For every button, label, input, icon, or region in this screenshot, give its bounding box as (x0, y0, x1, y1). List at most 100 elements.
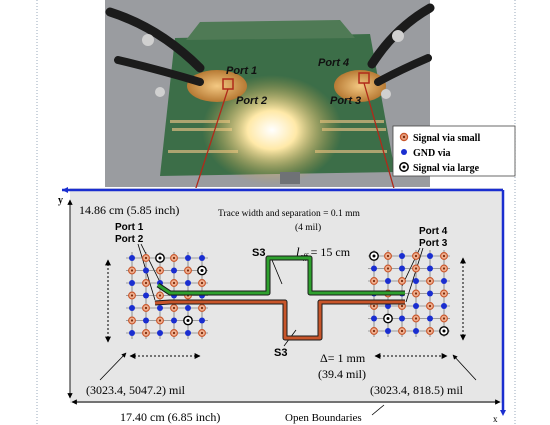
photo-port-1-label: Port 1 (226, 65, 257, 77)
gnd-via (427, 265, 433, 272)
gnd-via (185, 305, 191, 311)
signal-via-small-center (200, 281, 204, 285)
gnd-via (441, 303, 447, 309)
signal-via-small-center (414, 292, 418, 295)
differential-traces (154, 255, 405, 341)
signal-via-small-center (144, 256, 148, 260)
signal-via-small-center (158, 294, 162, 297)
height-dimension-label: 14.86 cm (5.85 inch) (79, 203, 179, 217)
gnd-via (199, 255, 205, 261)
photo-port-2-label: Port 2 (236, 95, 267, 107)
gnd-via (399, 315, 405, 322)
signal-via-small-center (442, 317, 446, 320)
gnd-via (129, 280, 135, 286)
signal-via-small-center (200, 331, 204, 335)
signal-via-small-center (130, 294, 134, 297)
right-port-leader-2 (405, 247, 424, 303)
gnd-via (185, 330, 191, 336)
schematic-port-3-label: Port 3 (419, 238, 448, 249)
signal-via-large-icon (399, 162, 409, 172)
signal-via-small-center (428, 329, 432, 333)
gnd-via (129, 255, 135, 261)
via-grid-right (368, 250, 450, 337)
gnd-via (185, 280, 191, 286)
gnd-via (427, 290, 433, 297)
gnd-via (427, 315, 433, 322)
gnd-via (185, 255, 191, 261)
trace-note-line1: Trace width and separation = 0.1 mm (218, 209, 361, 219)
delta-label-line2: (39.4 mil) (318, 367, 366, 381)
signal-via-small-center (372, 304, 376, 308)
signal-via-small-center (172, 331, 176, 335)
gnd-via (143, 267, 149, 274)
light-glow (202, 75, 342, 185)
gnd-via (199, 317, 205, 324)
gnd-via (371, 265, 377, 272)
gnd-via-icon (401, 149, 407, 155)
trace-orange (154, 300, 405, 340)
gnd-via (399, 253, 405, 259)
signal-via-small-center (158, 319, 162, 322)
signal-via-small-center (414, 254, 418, 258)
signal-via-small-center (186, 269, 190, 272)
photo-port-4-label: Port 4 (318, 57, 349, 69)
left-probe-pad (187, 70, 247, 102)
gnd-via (157, 305, 163, 311)
signal-via-small-center (172, 256, 176, 260)
signal-via-small-center (172, 281, 176, 285)
signal-via-small-center (372, 279, 376, 283)
signal-via-small-center (442, 292, 446, 295)
gnd-via (143, 292, 149, 299)
signal-via-small-icon (399, 132, 409, 142)
probe-station-photo: Port 1 Port 2 Port 4 Port 3 (105, 0, 435, 187)
signal-via-small-center (442, 254, 446, 258)
legend-signal-large-label: Signal via large (413, 163, 480, 174)
legend-gnd-label: GND via (413, 148, 451, 159)
width-dimension-label: 17.40 cm (6.85 inch) (120, 410, 220, 424)
signal-via-large-center (200, 269, 204, 272)
signal-via-small-center (428, 279, 432, 283)
gnd-via (427, 253, 433, 259)
left-port-leader-1 (140, 243, 161, 283)
legend-signal-small-label: Signal via small (413, 133, 480, 144)
gnd-via (399, 265, 405, 272)
s3-top-leader (271, 259, 283, 285)
gnd-via (157, 330, 163, 336)
signal-via-small-center (144, 331, 148, 335)
signal-via-small-center (400, 329, 404, 333)
delta-label-line1: Δ= 1 mm (320, 351, 366, 365)
signal-via-small-center (428, 304, 432, 308)
signal-via-small-center (158, 269, 162, 272)
signal-via-small-center (200, 306, 204, 310)
gnd-via (143, 317, 149, 324)
signal-via-small-center (414, 267, 418, 270)
signal-via-small-center (400, 304, 404, 308)
s3-top-label: S3 (252, 247, 265, 259)
gnd-via (413, 278, 419, 284)
trace-note-line2: (4 mil) (295, 222, 321, 233)
gnd-via (129, 305, 135, 311)
signal-via-small-center (386, 254, 390, 258)
signal-via-small-center (144, 306, 148, 310)
board-schematic: y x 14.86 cm (5.85 inch) Trace width and… (58, 187, 506, 424)
gnd-via (413, 328, 419, 334)
signal-via-large-center (158, 256, 162, 260)
gnd-via (385, 328, 391, 334)
signal-via-small-center (414, 317, 418, 320)
open-boundaries-leader (371, 404, 385, 416)
signal-via-large-center (372, 254, 376, 258)
gnd-via (441, 278, 447, 284)
schematic-port-2-label: Port 2 (115, 234, 144, 245)
via-legend: Signal via small GND via Signal via larg… (392, 125, 516, 177)
signal-via-large-center (386, 317, 390, 320)
signal-via-small-center (442, 267, 446, 270)
signal-via-large-center (442, 329, 446, 333)
gnd-via (385, 278, 391, 284)
gnd-via (171, 267, 177, 274)
gnd-via (171, 317, 177, 324)
gnd-via (371, 315, 377, 322)
trace-green (157, 256, 405, 295)
signal-via-small-center (144, 281, 148, 285)
signal-via-small-center (130, 269, 134, 272)
